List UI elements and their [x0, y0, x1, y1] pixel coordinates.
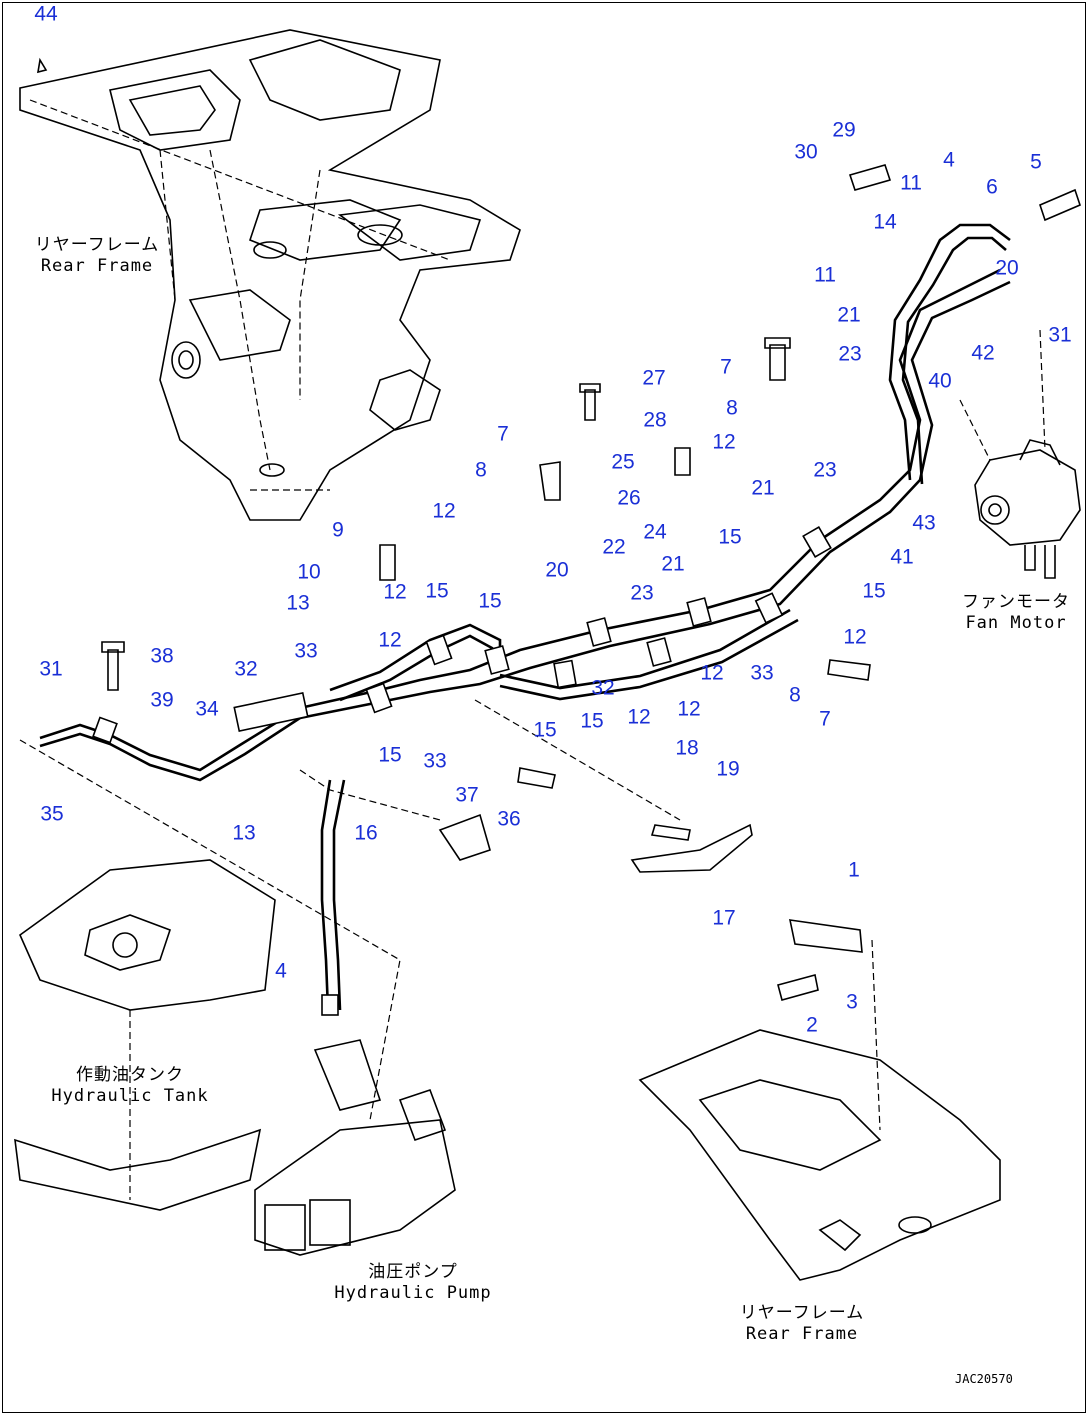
callout-32: 32 [591, 676, 615, 700]
callout-34: 34 [195, 697, 219, 721]
callout-20: 20 [545, 558, 569, 582]
hydraulic-pump-label: 油圧ポンプ Hydraulic Pump [334, 1262, 491, 1305]
callout-23: 23 [630, 581, 654, 605]
fan-motor-sketch [959, 329, 1081, 579]
callout-13: 13 [286, 591, 310, 615]
callout-11: 11 [814, 263, 836, 287]
callout-33: 32 [234, 657, 258, 681]
callout-21: 21 [751, 476, 775, 500]
callout-16: 16 [354, 821, 378, 845]
callout-20: 20 [995, 256, 1019, 280]
hydraulic-tank-label-en: Hydraulic Tank [51, 1086, 209, 1107]
rear-frame-bottom-label: リヤーフレーム Rear Frame [740, 1303, 864, 1346]
callout-19: 19 [716, 757, 740, 781]
callout-3: 3 [846, 990, 858, 1014]
callout-22: 22 [602, 535, 626, 559]
callout-12: 33 [750, 661, 774, 685]
callout-40: 40 [928, 369, 952, 393]
hydraulic-tank-label-ja: 作動油タンク [75, 1065, 184, 1085]
callout-17: 17 [712, 906, 736, 930]
callout-15: 15 [718, 525, 742, 549]
rear-frame-bottom-sketch [638, 939, 1001, 1281]
callout-8: 8 [726, 396, 738, 420]
callout-12: 12 [712, 430, 736, 454]
hydraulic-pump-label-ja: 油圧ポンプ [368, 1262, 458, 1282]
callout-12: 12 [432, 499, 456, 523]
callout-11: 11 [900, 171, 922, 195]
callout-15: 15 [478, 589, 502, 613]
callout-36: 36 [497, 807, 521, 831]
callout-2: 2 [806, 1013, 818, 1037]
callout-12: 12 [677, 697, 701, 721]
callout-26: 26 [617, 486, 641, 510]
callout-8: 8 [475, 458, 487, 482]
callout-13: 13 [232, 821, 256, 845]
callout-15: 15 [425, 579, 449, 603]
rear-frame-bottom-label-en: Rear Frame [745, 1324, 859, 1345]
callout-39: 39 [150, 688, 174, 712]
callout-33: 33 [423, 749, 447, 773]
callout-18: 18 [675, 736, 699, 760]
rear-frame-top-sketch [19, 29, 521, 521]
callout-21: 21 [837, 303, 861, 327]
callout-15: 15 [533, 718, 557, 742]
callout-15: 15 [378, 743, 402, 767]
rear-frame-top-label-en: Rear Frame [40, 256, 154, 277]
rear-frame-top-label: リヤーフレーム Rear Frame [35, 235, 159, 278]
callout-23: 23 [838, 342, 862, 366]
drawing-id: JAC20570 [955, 1372, 1013, 1386]
callout-27: 27 [642, 366, 666, 390]
callout-7: 7 [720, 355, 732, 379]
callout-30: 30 [794, 140, 818, 164]
hydraulic-tank-label: 作動油タンク Hydraulic Tank [51, 1065, 208, 1108]
callout-10: 10 [297, 560, 321, 584]
callout-9: 9 [332, 518, 344, 542]
callout-44: 44 [34, 2, 58, 26]
callout-5: 5 [1030, 150, 1042, 174]
callout-33: 33 [294, 639, 318, 663]
rear-frame-bottom-label-ja: リヤーフレーム [739, 1303, 865, 1323]
hose-routing [39, 164, 1081, 1016]
callout-31: 31 [39, 657, 63, 681]
hydraulic-pump-label-en: Hydraulic Pump [334, 1283, 492, 1304]
callout-23: 23 [813, 458, 837, 482]
callout-43: 43 [912, 511, 936, 535]
callout-4: 4 [943, 148, 955, 172]
hydraulic-pump-sketch [254, 1039, 456, 1256]
callout-35: 35 [40, 802, 64, 826]
callout-14: 14 [873, 210, 897, 234]
callout-24: 24 [643, 520, 667, 544]
callout-12: 12 [843, 625, 867, 649]
callout-12: 12 [378, 628, 402, 652]
callout-15: 15 [862, 579, 886, 603]
callout-7: 7 [819, 707, 831, 731]
hydraulic-tank-sketch [14, 739, 401, 1211]
callout-42: 42 [971, 341, 995, 365]
callout-41: 41 [890, 545, 914, 569]
callout-1: 1 [848, 858, 860, 882]
callout-37: 37 [455, 783, 479, 807]
callout-38: 38 [150, 644, 174, 668]
callout-8: 8 [789, 683, 801, 707]
callout-28: 28 [643, 408, 667, 432]
callout-32: 12 [700, 661, 724, 685]
callout-25: 25 [611, 450, 635, 474]
callout-4: 4 [275, 959, 287, 983]
callout-12: 15 [580, 709, 604, 733]
fan-motor-label: ファンモータ Fan Motor [962, 592, 1070, 635]
fan-motor-label-en: Fan Motor [965, 613, 1067, 634]
fan-motor-label-ja: ファンモータ [962, 592, 1070, 612]
callout-12: 12 [383, 580, 407, 604]
callout-31: 31 [1048, 323, 1072, 347]
callout-21: 21 [661, 552, 685, 576]
rear-frame-top-label-ja: リヤーフレーム [34, 235, 160, 255]
callout-6: 6 [986, 175, 998, 199]
callout-7: 7 [497, 422, 509, 446]
callout-15: 12 [627, 705, 651, 729]
callout-29: 29 [832, 118, 856, 142]
